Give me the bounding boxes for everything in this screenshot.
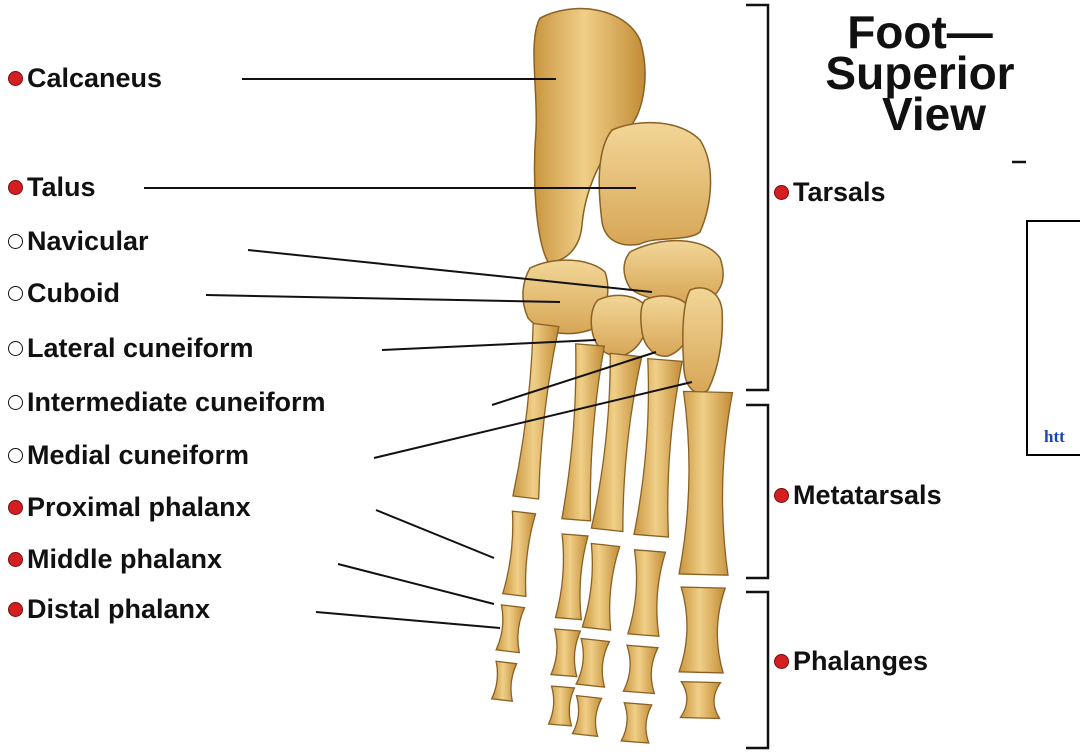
label-text: Navicular [27,228,149,255]
group-label-phalanges: Phalanges [774,648,928,675]
metatarsals-bracket [746,405,768,578]
label-distal-phalanx: Distal phalanx [8,596,210,623]
marker-circle [8,286,23,301]
marker-dot [8,71,23,86]
leader-line-proximal-phalanx [376,510,494,558]
partial-url-text: htt [1044,427,1065,447]
label-lateral-cuneiform: Lateral cuneiform [8,335,254,362]
diagram-title: Foot— Superior View [800,12,1040,135]
label-cuboid: Cuboid [8,280,120,307]
marker-circle [8,341,23,356]
leader-line-middle-phalanx [338,564,494,604]
label-text: Medial cuneiform [27,442,249,469]
leader-line-navicular [248,250,652,292]
label-text: Intermediate cuneiform [27,389,326,416]
group-label-text: Tarsals [793,179,886,206]
marker-dot [774,488,789,503]
label-text: Middle phalanx [27,546,222,573]
label-navicular: Navicular [8,228,149,255]
marker-circle [8,395,23,410]
tarsals-bracket [746,5,768,390]
overlay-link-box: htt [1026,220,1080,456]
group-label-tarsals: Tarsals [774,179,886,206]
label-text: Lateral cuneiform [27,335,254,362]
label-text: Proximal phalanx [27,494,251,521]
label-text: Distal phalanx [27,596,210,623]
group-label-text: Metatarsals [793,482,942,509]
label-middle-phalanx: Middle phalanx [8,546,222,573]
marker-circle [8,448,23,463]
marker-dot [8,552,23,567]
leader-line-distal-phalanx [316,612,500,628]
marker-dot [774,185,789,200]
label-medial-cuneiform: Medial cuneiform [8,442,249,469]
marker-dot [774,654,789,669]
label-text: Cuboid [27,280,120,307]
marker-dot [8,500,23,515]
leader-line-medial-cuneiform [374,382,692,458]
leader-line-lateral-cuneiform [382,340,596,350]
marker-circle [8,234,23,249]
leader-line-cuboid [206,295,560,302]
group-label-metatarsals: Metatarsals [774,482,942,509]
label-proximal-phalanx: Proximal phalanx [8,494,251,521]
label-intermediate-cuneiform: Intermediate cuneiform [8,389,326,416]
marker-dot [8,602,23,617]
label-calcaneus: Calcaneus [8,65,162,92]
marker-dot [8,180,23,195]
label-talus: Talus [8,174,96,201]
group-label-text: Phalanges [793,648,928,675]
label-text: Talus [27,174,96,201]
title-line-3: View [800,94,1040,135]
label-text: Calcaneus [27,65,162,92]
phalanges-bracket [746,592,768,748]
